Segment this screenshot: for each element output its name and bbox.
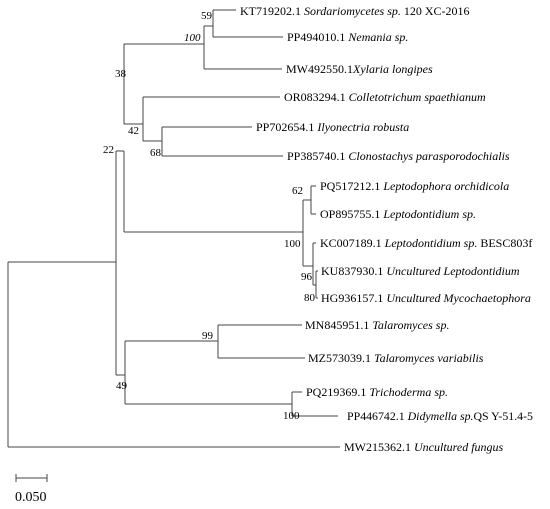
scale-bar-label: 0.050: [15, 490, 47, 505]
taxon-label: KU837930.1 Uncultured Leptodontidium: [321, 264, 520, 278]
bootstrap-value: 49: [116, 380, 128, 392]
taxon-label: PP446742.1 Didymella sp.QS Y-51.4-5: [347, 409, 533, 423]
bootstrap-value: 96: [301, 271, 313, 283]
taxon-labels: KT719202.1 Sordariomycetes sp. 120 XC-20…: [240, 4, 533, 454]
taxon-label: KC007189.1 Leptodontidium sp. BESC803f: [320, 236, 532, 250]
taxon-label: KT719202.1 Sordariomycetes sp. 120 XC-20…: [240, 4, 470, 18]
tree-branches: [7, 9, 340, 448]
scale-bar: 0.050: [15, 474, 48, 505]
taxon-label: OP895755.1 Leptodontidium sp.: [320, 207, 476, 221]
bootstrap-value: 99: [202, 330, 214, 342]
bootstrap-value: 62: [292, 185, 303, 197]
bootstrap-value: 100: [184, 32, 201, 44]
bootstrap-value: 68: [150, 147, 162, 159]
bootstrap-value: 42: [128, 125, 139, 137]
bootstrap-value: 59: [201, 10, 213, 22]
taxon-label: PQ219369.1 Trichoderma sp.: [306, 385, 448, 399]
taxon-label: HG936157.1 Uncultured Mycochaetophora: [321, 291, 531, 305]
taxon-label: MN845951.1 Talaromyces sp.: [305, 318, 449, 332]
taxon-label: OR083294.1 Colletotrichum spaethianum: [284, 90, 486, 104]
bootstrap-value: 100: [284, 238, 301, 250]
bootstrap-value: 80: [304, 292, 316, 304]
taxon-label: PP385740.1 Clonostachys parasporodochial…: [287, 149, 510, 163]
taxon-label: MW492550.1Xylaria longipes: [286, 62, 433, 76]
bootstrap-value: 38: [115, 68, 127, 80]
bootstrap-value: 100: [283, 410, 300, 422]
taxon-label: PQ517212.1 Leptodophora orchidicola: [320, 179, 509, 193]
bootstrap-values: 59 100 38 42 68 22 62 100 96 80 99 49 10…: [103, 10, 316, 422]
bootstrap-value: 22: [103, 144, 114, 156]
taxon-label: MZ573039.1 Talaromyces variabilis: [308, 351, 484, 365]
taxon-label: PP702654.1 Ilyonectria robusta: [256, 120, 409, 134]
taxon-label: MW215362.1 Uncultured fungus: [344, 440, 504, 454]
taxon-label: PP494010.1 Nemania sp.: [287, 30, 408, 44]
